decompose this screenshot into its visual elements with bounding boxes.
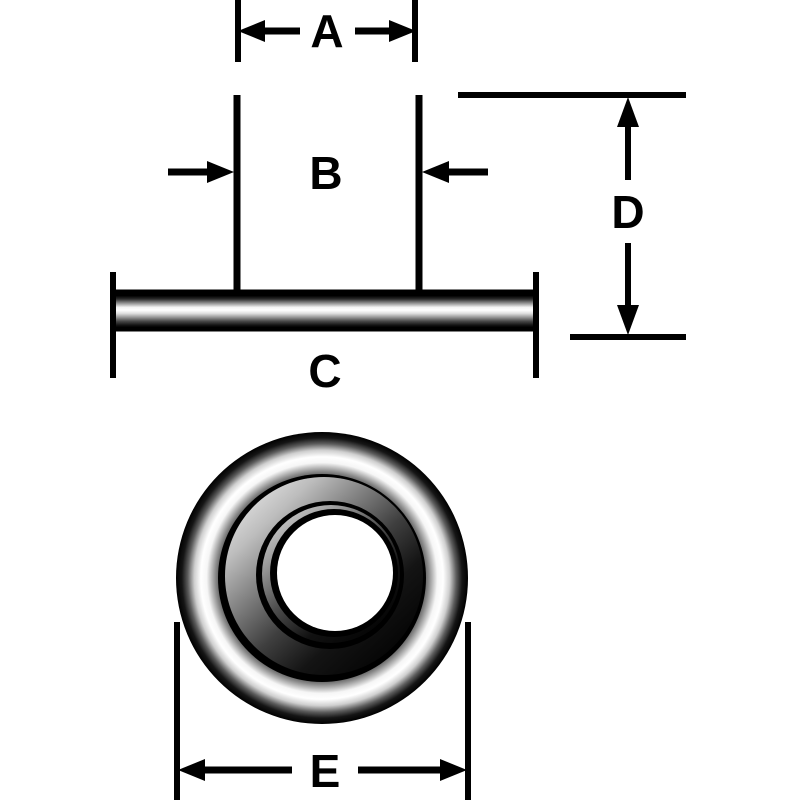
dimension-b-right-arrowhead [422, 161, 449, 183]
dimension-d-down-arrowhead [617, 305, 639, 335]
dimension-e-right-arrowhead [440, 759, 467, 781]
dimension-e-left-arrowhead [178, 759, 205, 781]
dimension-a-right-arrowhead [389, 20, 416, 42]
dimension-a-left-arrowhead [238, 20, 265, 42]
dimension-a: A [238, 5, 416, 57]
dimension-b: B [168, 147, 488, 199]
flange-bar [115, 290, 536, 331]
dimension-c-label: C [308, 345, 341, 397]
dimension-d-label: D [611, 186, 644, 238]
dimension-d: D [458, 92, 686, 340]
dimension-d-up-arrowhead [617, 97, 639, 127]
eyelet-center-hole [277, 515, 393, 631]
dimension-b-label: B [309, 147, 342, 199]
dimension-b-left-arrowhead [207, 161, 234, 183]
dimension-e: E [174, 622, 471, 800]
dimension-a-label: A [310, 5, 343, 57]
plan-top-view [176, 432, 468, 724]
section-side-view [115, 0, 536, 332]
dimension-c: C [110, 272, 539, 397]
dimension-e-label: E [310, 745, 341, 797]
